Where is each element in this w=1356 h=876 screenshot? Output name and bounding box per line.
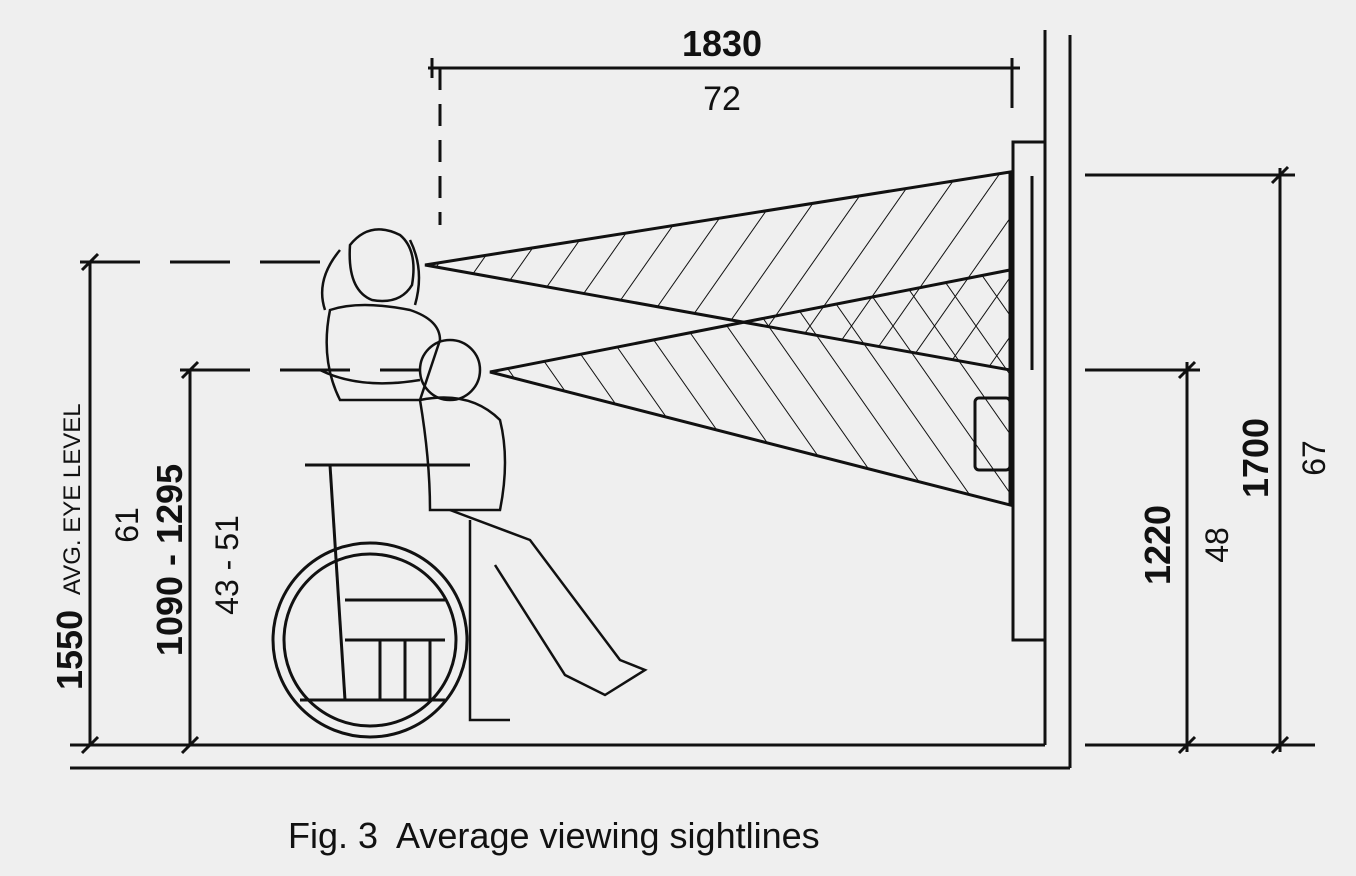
- display-bottom-in-label: 48: [1199, 527, 1235, 563]
- figure-caption: Fig. 3 Average viewing sightlines: [288, 815, 820, 856]
- wheelchair: [271, 463, 470, 739]
- wheelchair-user-figure: [418, 338, 648, 722]
- standing-eye-level-label: AVG. EYE LEVEL: [59, 403, 86, 595]
- seated-eye-mm-label: 1090 - 1295: [149, 464, 190, 656]
- seated-sight-cone: [489, 268, 1012, 507]
- standing-person-figure: [319, 228, 442, 402]
- display-top-in-label: 67: [1296, 440, 1332, 476]
- distance-mm-label: 1830: [682, 23, 762, 64]
- display-bottom-mm-label: 1220: [1137, 505, 1178, 585]
- display-top-mm-label: 1700: [1235, 418, 1276, 498]
- standing-eye-mm-label: 1550: [49, 610, 90, 690]
- seated-eye-in-label: 43 - 51: [209, 515, 245, 615]
- standing-eye-in-label: 61: [109, 507, 145, 543]
- display-panel: [1011, 140, 1047, 642]
- distance-in-label: 72: [703, 80, 741, 118]
